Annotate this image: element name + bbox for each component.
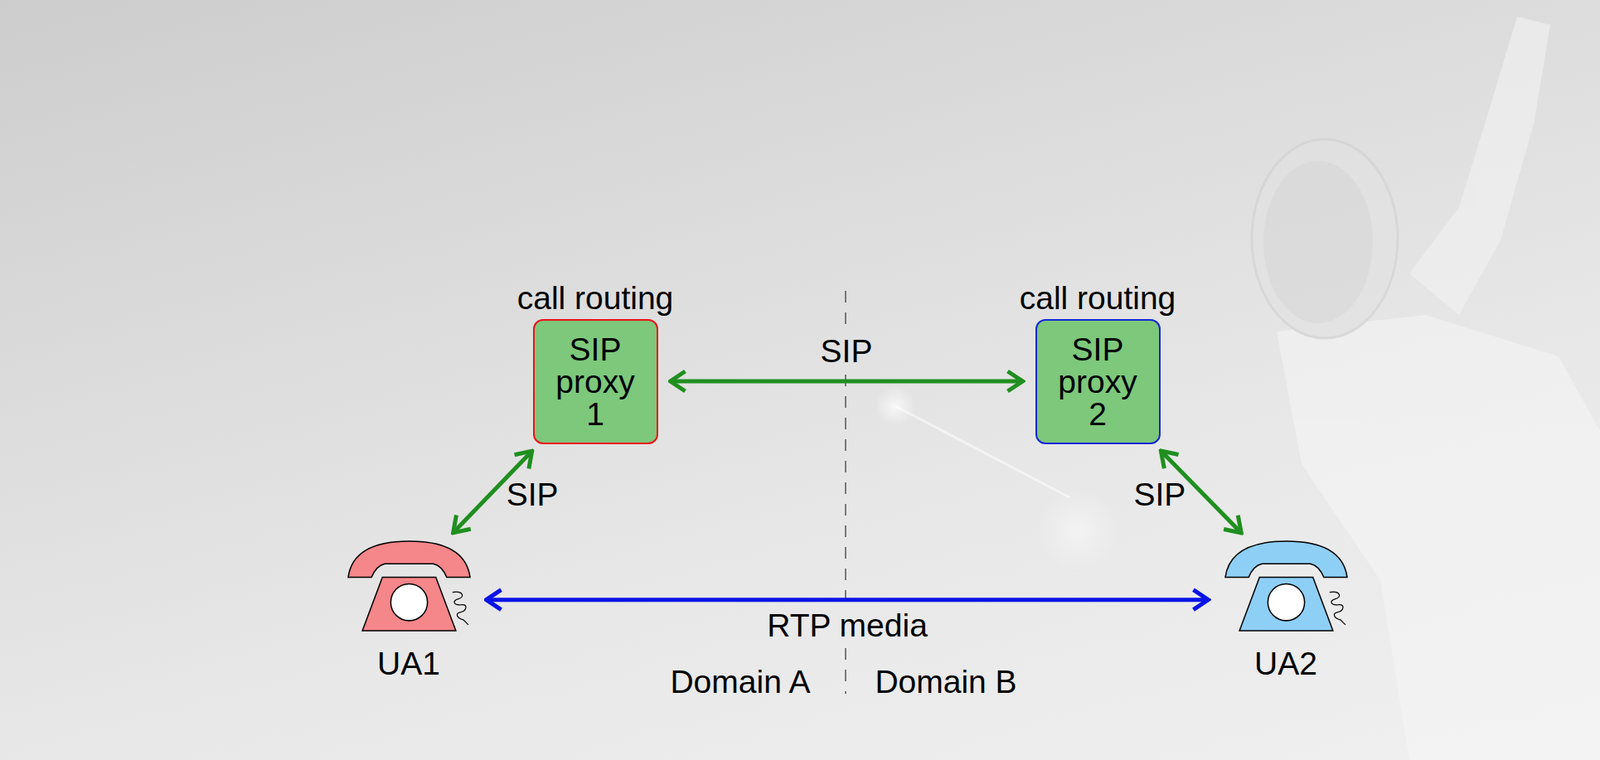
fencer-mask bbox=[1251, 139, 1398, 339]
foil-tip-glow bbox=[875, 386, 916, 427]
divider-segment bbox=[844, 290, 846, 330]
phone-dial bbox=[1267, 583, 1305, 621]
domain-label: Domain B bbox=[874, 665, 1017, 699]
connector-arrow bbox=[486, 597, 1209, 602]
fencer-mask-mesh bbox=[1263, 160, 1373, 324]
edge-label: RTP media bbox=[766, 609, 928, 642]
node-label: UA1 bbox=[377, 647, 441, 680]
connector-arrow bbox=[670, 379, 1024, 384]
proxy-box: call routingSIP proxy 1 bbox=[533, 319, 659, 445]
phone-body bbox=[1239, 576, 1334, 631]
phone-node: UA2 bbox=[1223, 540, 1349, 633]
fencer-body bbox=[1276, 315, 1600, 760]
phone-body bbox=[362, 576, 456, 631]
phone-dial bbox=[390, 583, 427, 621]
node-text: SIP proxy 2 bbox=[1057, 333, 1137, 431]
node-text: SIP proxy 1 bbox=[555, 333, 635, 431]
fencer-arm bbox=[1409, 16, 1551, 316]
edge-label: SIP bbox=[820, 334, 873, 368]
phone-cord bbox=[1328, 591, 1345, 626]
phone-handset bbox=[1225, 541, 1348, 577]
edge-label: SIP bbox=[1133, 478, 1186, 511]
phone-handset bbox=[348, 541, 471, 577]
divider-segment bbox=[844, 648, 846, 694]
phone-node: UA1 bbox=[346, 540, 472, 633]
edge-label: SIP bbox=[506, 478, 559, 511]
node-heading: call routing bbox=[1019, 281, 1177, 315]
fencer-figure bbox=[895, 16, 1600, 760]
node-heading: call routing bbox=[517, 281, 674, 315]
telephone-icon bbox=[346, 540, 472, 633]
proxy-box: call routingSIP proxy 2 bbox=[1035, 319, 1161, 445]
domain-label: Domain A bbox=[669, 665, 810, 699]
foil-guard-glow bbox=[1036, 489, 1120, 573]
divider-segment bbox=[844, 374, 846, 606]
telephone-icon bbox=[1223, 540, 1349, 633]
phone-cord bbox=[451, 591, 468, 626]
node-label: UA2 bbox=[1254, 647, 1318, 680]
